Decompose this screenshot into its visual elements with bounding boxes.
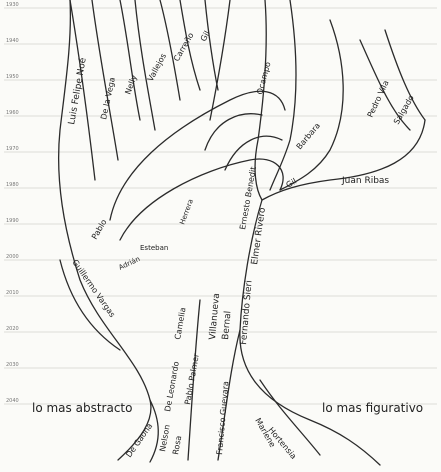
label-most-abstract: lo mas abstracto — [32, 401, 132, 415]
label-branch: Vallejos — [146, 52, 168, 83]
label-branch: Camelia — [173, 307, 188, 341]
loop-d — [225, 136, 282, 170]
label-branch: Villanueva — [208, 293, 222, 340]
label-branch: Pablo — [90, 218, 109, 241]
label-branch: Barbara — [295, 121, 322, 151]
timeline-tick-label: 2000 — [6, 254, 19, 260]
label-branch: Esteban — [140, 244, 168, 252]
label-branch: Adrián — [117, 255, 141, 272]
timeline-tick-label: 2040 — [6, 398, 19, 404]
trunk-left-edge — [59, 0, 151, 460]
timeline-tick-label: 1970 — [6, 146, 19, 152]
timeline-tick-label: 1940 — [6, 38, 19, 44]
label-most-figurative: lo mas figurativo — [322, 401, 423, 415]
timeline-tick-label: 1990 — [6, 218, 19, 224]
timeline-tick-label: 2030 — [6, 362, 19, 368]
label-branch: De Gaona — [124, 421, 154, 459]
timeline-tick-label: 1960 — [6, 110, 19, 116]
label-branch: Juan Ribas — [341, 176, 389, 186]
label-branch: Luis Felipe Noé — [66, 56, 89, 125]
label-branch: De la Vega — [99, 76, 117, 120]
limb-center-c — [205, 0, 218, 90]
timeline-tick-label: 2020 — [6, 326, 19, 332]
branch-labels: Luis Felipe Noé De la Vega Nelly Vallejo… — [66, 29, 416, 461]
label-branch: Herrera — [178, 198, 195, 226]
loop-c — [205, 114, 262, 150]
label-branch: Rosa — [171, 435, 183, 456]
label-branch: Bernal — [221, 311, 233, 341]
label-branch: Fernando Sieri — [239, 280, 255, 345]
label-branch: Ocampo — [255, 61, 272, 96]
loop-a — [110, 91, 285, 220]
timeline-tick-label: 1980 — [6, 182, 19, 188]
label-branch: Nelly — [123, 73, 138, 95]
timeline-tick-label: 1950 — [6, 74, 19, 80]
timeline-tick-label: 2010 — [6, 290, 19, 296]
label-branch: Guillermo Vargas — [70, 258, 117, 319]
limb-right-c — [280, 20, 343, 190]
label-branch: Nelson — [158, 424, 172, 452]
label-branch: Pedro Vila — [366, 79, 391, 119]
timeline-tick-label: 1930 — [6, 2, 19, 8]
label-branch: Carreño — [172, 31, 196, 63]
label-branch: Ernesto Benedit — [238, 166, 258, 230]
label-branch: Salgado — [392, 94, 416, 126]
label-branch: Pablo Palmer — [183, 352, 201, 405]
tree-outline — [59, 0, 425, 465]
label-branch: Francisco Guevara — [215, 381, 230, 456]
